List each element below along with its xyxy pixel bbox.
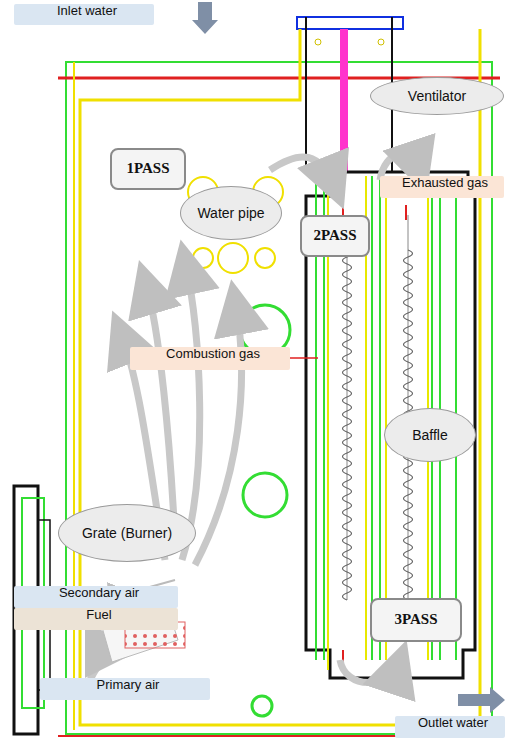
node-text: Exhausted gas [402,176,488,191]
callout-ellipse: Baffle [384,408,476,462]
node-text: 1PASS [126,160,169,177]
label-box: Secondary air [14,586,178,608]
node-text: Water pipe [197,205,264,221]
label-box: Combustion gas [130,347,290,370]
node-text: Outlet water [418,716,488,731]
label-box: Fuel [14,608,178,630]
callout-ellipse: Water pipe [180,186,282,240]
node-text: Combustion gas [166,347,260,362]
node-text: Primary air [97,678,160,693]
label-box: Primary air [40,678,210,700]
node-text: Inlet water [57,4,117,19]
node-text: Secondary air [59,586,139,601]
node-text: Fuel [86,608,111,623]
callout-ellipse: Grate (Burner) [58,504,196,562]
pass-box: 1PASS [110,148,186,190]
pass-box: 3PASS [370,598,462,642]
node-text: Grate (Burner) [82,525,172,541]
node-text: 3PASS [394,611,437,628]
label-box: Inlet water [14,4,154,25]
label-box: Exhausted gas [380,176,504,198]
node-text: Ventilator [408,88,466,104]
pass-box: 2PASS [300,215,370,257]
node-text: 2PASS [313,227,356,244]
callout-ellipse: Ventilator [370,77,504,115]
baffle-coil [343,250,352,600]
node-text: Baffle [412,427,448,443]
label-box: Outlet water [395,716,505,738]
